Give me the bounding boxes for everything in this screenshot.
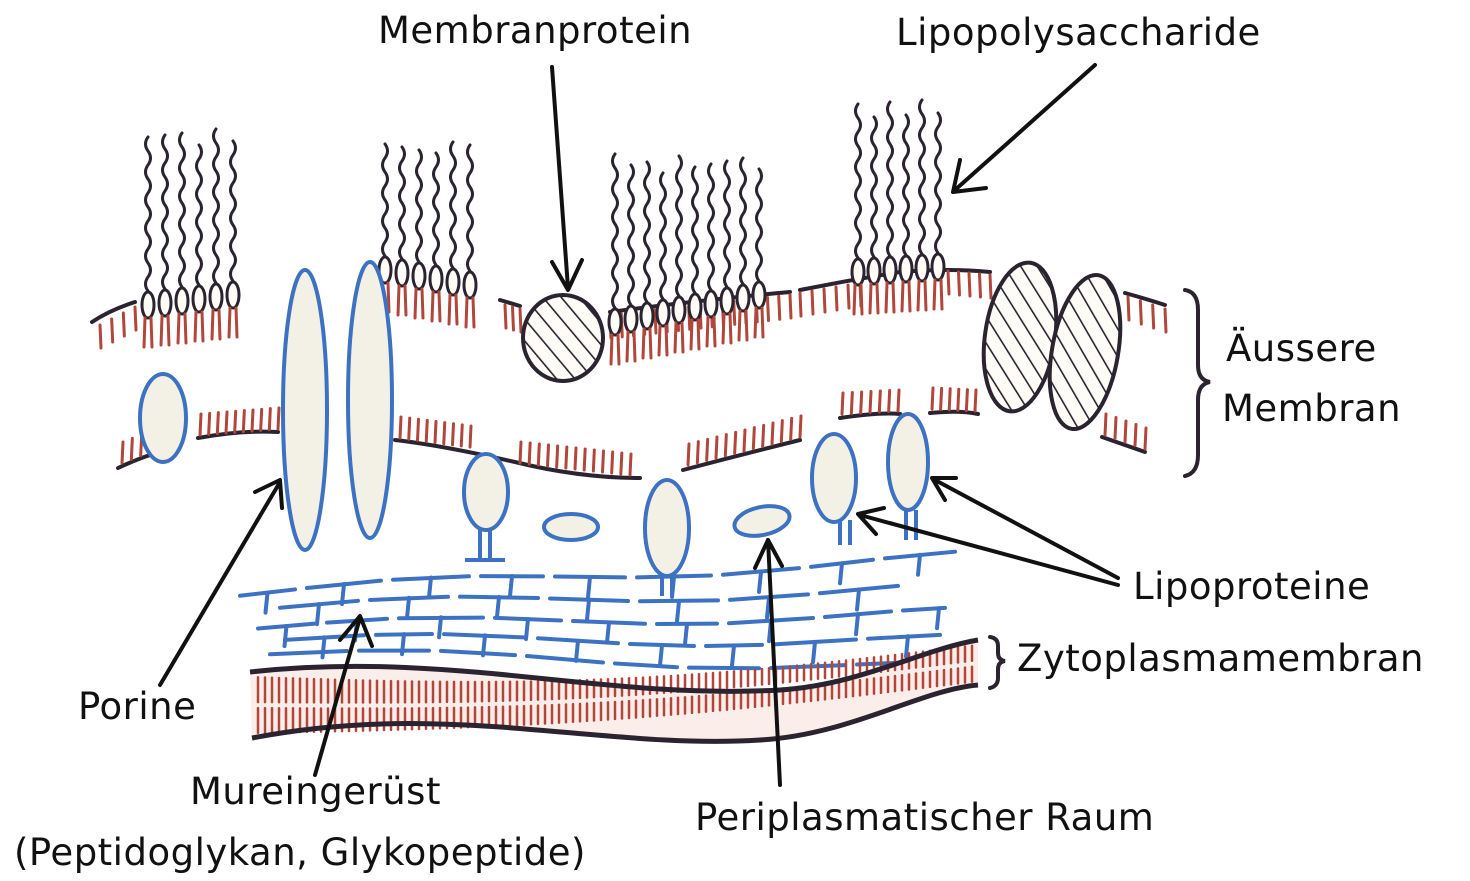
lipoprotein-1 <box>464 454 508 530</box>
arrow-lipoproteine-1 <box>858 508 1118 585</box>
arrow-lipopolysaccharide <box>953 65 1095 192</box>
porin-1 <box>283 270 327 550</box>
label-lipoproteine: Lipoproteine <box>1133 568 1370 605</box>
porin-2 <box>348 262 392 538</box>
label-membran: Membran <box>1222 390 1401 427</box>
label-zytoplasmamembran: Zytoplasmamembran <box>1017 640 1424 677</box>
lipoprotein-3 <box>812 434 856 522</box>
label-periplasmatischer-raum: Periplasmatischer Raum <box>695 799 1154 836</box>
membrane-protein <box>523 295 603 381</box>
brace-cytoplasmic-membrane <box>990 637 1005 688</box>
arrow-porine <box>160 480 282 685</box>
lipoprotein-2 <box>645 480 689 576</box>
label-lipopolysaccharide: Lipopolysaccharide <box>896 14 1261 51</box>
label-porine: Porine <box>78 688 196 725</box>
lipoproteins <box>464 414 928 596</box>
arrow-lipoproteine-2 <box>932 478 1118 578</box>
label-mureingeruest-sub: (Peptidoglykan, Glykopeptide) <box>14 834 586 871</box>
label-aussere: Äussere <box>1226 330 1377 367</box>
brace-outer-membrane <box>1185 290 1210 476</box>
periplasm-oval-1 <box>544 514 598 540</box>
label-mureingeruest: Mureingerüst <box>190 773 441 810</box>
label-membranprotein: Membranprotein <box>378 12 692 49</box>
protein-oval-left <box>140 374 186 462</box>
murein-network <box>240 552 955 669</box>
arrow-membranprotein <box>552 67 582 290</box>
periplasm-oval-2 <box>732 501 793 540</box>
lipoprotein-4 <box>888 414 928 510</box>
